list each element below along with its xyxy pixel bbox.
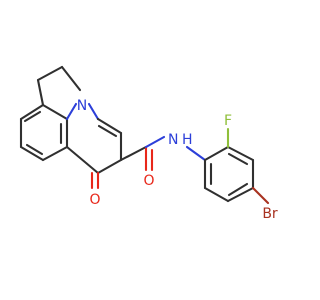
bond-phenyl-1 xyxy=(203,145,230,162)
bond-phenyl-2 xyxy=(226,145,255,162)
atom-labels: N N H O O F Br xyxy=(77,98,278,222)
label-ring-nitrogen: N xyxy=(77,98,87,114)
bond-n-ch xyxy=(87,102,100,121)
bond-benzo-6 xyxy=(41,103,69,121)
label-amide-hydrogen: H xyxy=(182,132,193,148)
bond-benzo-1 xyxy=(19,103,45,121)
bond-ch2-ch2 xyxy=(36,65,64,82)
bond-amide-c-n xyxy=(144,135,166,149)
bond-c-br xyxy=(251,186,270,205)
bond-ch-c-double xyxy=(96,117,123,135)
bond-phenyl-4 xyxy=(226,186,255,203)
bond-phenyl-5 xyxy=(203,186,230,203)
bond-ch2-aromatic xyxy=(36,78,45,107)
bond-ketone-benzo xyxy=(65,145,100,175)
bond-ch-c-double-inner xyxy=(97,124,118,138)
molecule-structure-diagram: N N H O O F Br xyxy=(19,65,278,222)
bond-benzo-4 xyxy=(41,145,69,162)
bond-aromatic-n xyxy=(65,102,78,121)
bond-ch2-n xyxy=(60,65,82,92)
bonds xyxy=(19,65,270,205)
bond-n-phenyl xyxy=(185,145,207,162)
bond-ring-ketone xyxy=(96,158,123,175)
bond-benzo-3-inner xyxy=(25,143,44,156)
bond-phenyl-4-inner xyxy=(227,182,249,197)
bond-ring-amide-c xyxy=(119,145,148,162)
label-fluorine: F xyxy=(224,113,232,129)
label-bromine: Br xyxy=(262,206,278,222)
label-ketone-oxygen: O xyxy=(89,192,100,208)
bond-benzo-1-inner xyxy=(23,110,42,123)
label-amide-nitrogen: N xyxy=(168,132,178,148)
bond-benzo-3 xyxy=(19,145,45,162)
bond-phenyl-2-inner xyxy=(227,152,249,166)
label-amide-oxygen: O xyxy=(143,173,154,189)
